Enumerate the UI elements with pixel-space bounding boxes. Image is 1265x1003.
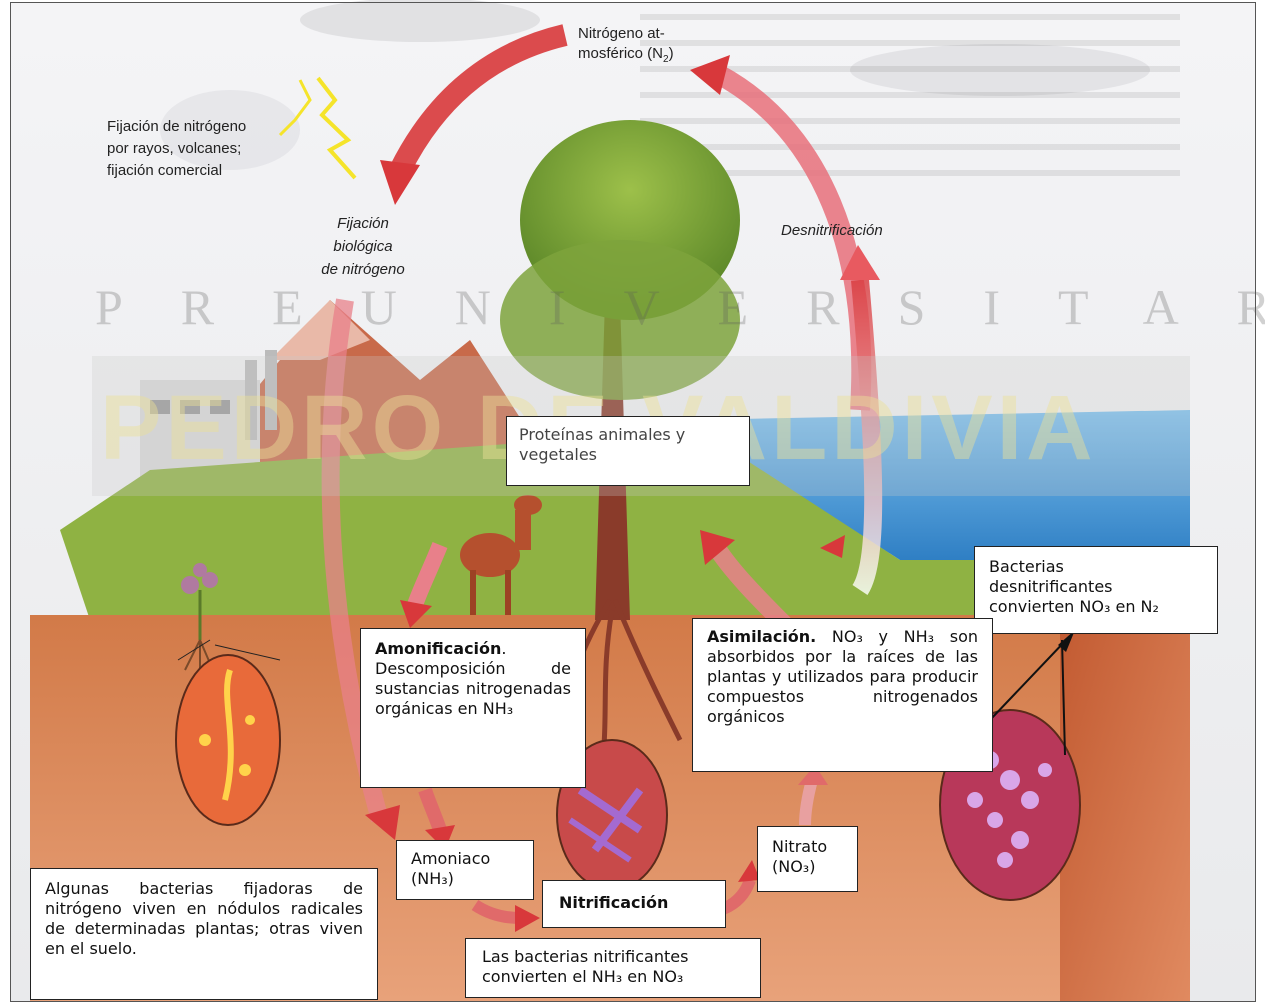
watermark-top: PREUNIVERSITARIO [95, 278, 1265, 336]
denitrification-label: Desnitrificación [781, 221, 883, 241]
ammonification-box: Amonificación. Descomposición de sustanc… [360, 628, 586, 788]
nodules-text: Algunas bacterias fijadoras de nitrógeno… [45, 879, 363, 958]
ammonia-box: Amoniaco (NH₃) [396, 840, 534, 900]
nitrification-box: Nitrificación [542, 880, 726, 928]
biological-fixation-label: Fijación biológica de nitrógeno [318, 212, 408, 281]
atmospheric-nitrogen-label: Nitrógeno at- mosférico (N2) [578, 24, 674, 70]
cloud [300, 0, 540, 42]
proteins-text: Proteínas animales y vegetales [519, 425, 685, 464]
atmospheric-line1: Nitrógeno at- [578, 24, 674, 44]
abiotic-fixation-label: Fijación de nitrógeno por rayos, volcane… [107, 116, 246, 182]
nitrifying-bacteria-box: Las bacterias nitrificantes convierten e… [465, 938, 761, 998]
assimilation-box: Asimilación. NO₃ y NH₃ son absorbidos po… [692, 618, 993, 772]
ammonification-text: Descomposición de sustancias nitrogenada… [375, 659, 571, 719]
proteins-box: Proteínas animales y vegetales [506, 416, 750, 486]
ammonification-title: Amonificación [375, 639, 501, 658]
nitrate-box: Nitrato (NO₃) [757, 826, 858, 892]
assimilation-title: Asimilación. [707, 627, 816, 646]
atmospheric-line2: mosférico (N2) [578, 44, 674, 70]
nodules-box: Algunas bacterias fijadoras de nitrógeno… [30, 868, 378, 1000]
denitrifying-bacteria-box: Bacterias desnitrificantes convierten NO… [974, 546, 1218, 634]
nitrification-label: Nitrificación [559, 893, 668, 912]
